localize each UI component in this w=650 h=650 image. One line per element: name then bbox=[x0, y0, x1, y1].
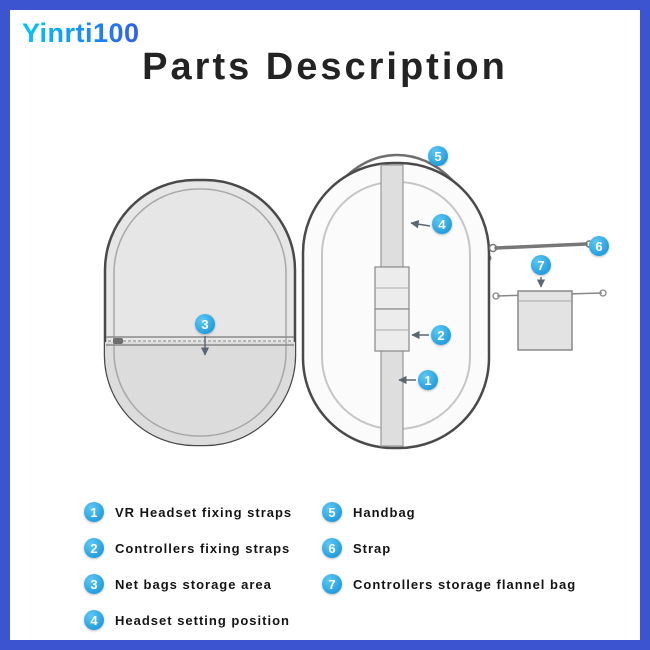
legend-badge-4: 4 bbox=[84, 610, 104, 630]
legend-column-left: 1 VR Headset fixing straps 2 Controllers… bbox=[84, 502, 292, 640]
strap-illustration bbox=[488, 240, 593, 253]
brand-watermark: Yinrti100 bbox=[22, 18, 140, 48]
callout-badge-3: 3 bbox=[195, 314, 215, 334]
flannel-bag-illustration bbox=[492, 289, 607, 351]
callout-badge-5: 5 bbox=[428, 146, 448, 166]
legend-item-2: 2 Controllers fixing straps bbox=[84, 538, 292, 558]
legend-item-7: 7 Controllers storage flannel bag bbox=[322, 574, 576, 594]
legend-badge-6: 6 bbox=[322, 538, 342, 558]
legend-item-6: 6 Strap bbox=[322, 538, 576, 558]
callout-number: 4 bbox=[438, 216, 446, 232]
legend-label: Net bags storage area bbox=[115, 576, 272, 592]
legend-badge-7: 7 bbox=[322, 574, 342, 594]
zipper bbox=[106, 336, 294, 346]
legend-item-3: 3 Net bags storage area bbox=[84, 574, 292, 594]
legend-badge-5: 5 bbox=[322, 502, 342, 522]
legend-badge-2: 2 bbox=[84, 538, 104, 558]
legend-number: 5 bbox=[328, 504, 336, 520]
legend-badge-3: 3 bbox=[84, 574, 104, 594]
callout-number: 5 bbox=[434, 148, 442, 164]
legend-label: Handbag bbox=[353, 504, 416, 520]
controllers-fixing-straps bbox=[374, 266, 410, 352]
callout-badge-1: 1 bbox=[418, 370, 438, 390]
callout-arrows bbox=[200, 220, 546, 385]
zipper-pull bbox=[113, 338, 123, 344]
legend-number: 7 bbox=[328, 576, 336, 592]
legend-label: VR Headset fixing straps bbox=[115, 504, 293, 520]
legend-number: 3 bbox=[90, 576, 98, 592]
legend-column-right: 5 Handbag 6 Strap 7 Controllers storage … bbox=[322, 502, 576, 610]
callout-badge-4: 4 bbox=[432, 214, 452, 234]
case-main-illustration bbox=[301, 153, 492, 450]
legend-label: Headset setting position bbox=[115, 612, 290, 628]
legend-label: Strap bbox=[353, 540, 392, 556]
legend-number: 2 bbox=[90, 540, 98, 556]
case-lid-illustration bbox=[103, 178, 297, 447]
legend-number: 4 bbox=[90, 612, 98, 628]
legend-label: Controllers fixing straps bbox=[115, 540, 291, 556]
callout-number: 7 bbox=[537, 257, 545, 273]
callout-number: 2 bbox=[437, 327, 445, 343]
legend-item-4: 4 Headset setting position bbox=[84, 610, 292, 630]
legend-number: 6 bbox=[328, 540, 336, 556]
legend-badge-1: 1 bbox=[84, 502, 104, 522]
callout-number: 3 bbox=[201, 316, 209, 332]
callout-badge-2: 2 bbox=[431, 325, 451, 345]
legend-item-5: 5 Handbag bbox=[322, 502, 576, 522]
callout-badge-6: 6 bbox=[589, 236, 609, 256]
callout-number: 1 bbox=[424, 372, 432, 388]
callout-number: 6 bbox=[595, 238, 603, 254]
callout-badge-7: 7 bbox=[531, 255, 551, 275]
legend-label: Controllers storage flannel bag bbox=[353, 576, 577, 592]
parts-diagram-illustration bbox=[103, 153, 607, 450]
legend-number: 1 bbox=[90, 504, 98, 520]
page-title: Parts Description bbox=[142, 46, 508, 88]
legend-item-1: 1 VR Headset fixing straps bbox=[84, 502, 292, 522]
